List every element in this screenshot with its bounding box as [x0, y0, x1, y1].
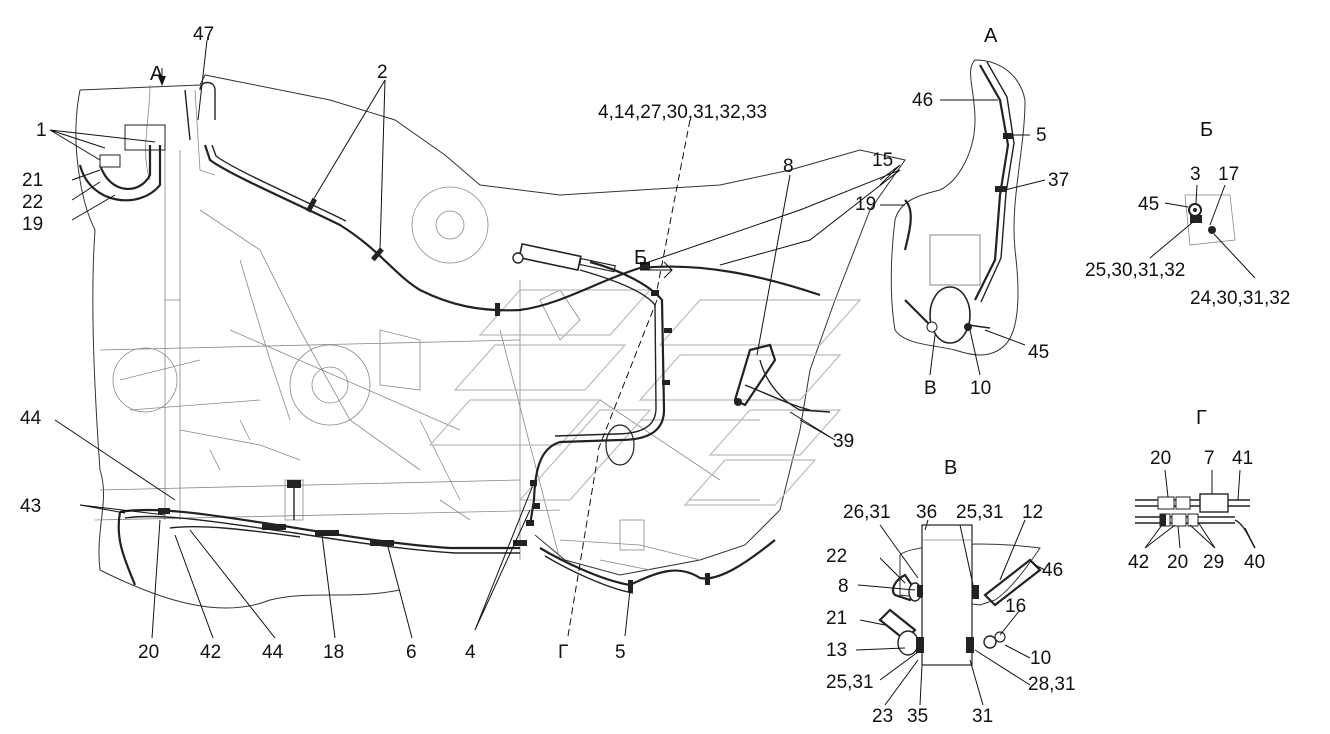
view-b-title: Б [1200, 119, 1213, 141]
callout-1: 1 [36, 120, 47, 141]
view-v-callout-28-31: 28,31 [1028, 674, 1076, 695]
leader-lines [49, 39, 901, 639]
hatch-chevrons [428, 289, 862, 506]
view-v [855, 519, 1046, 706]
view-v-callout-13: 13 [826, 640, 847, 661]
view-v-callout-21: 21 [826, 608, 847, 629]
callout-8: 8 [783, 156, 794, 177]
view-v-callout-23: 23 [872, 706, 893, 727]
callout-21: 21 [22, 170, 43, 191]
view-v-title: В [944, 457, 957, 479]
detail-markers [158, 68, 777, 520]
view-b-callout-24-group: 24,30,31,32 [1190, 288, 1290, 309]
view-v-callout-35: 35 [907, 706, 928, 727]
view-v-callout-16: 16 [1005, 596, 1026, 617]
view-v-callout-12: 12 [1022, 502, 1043, 523]
callout-22: 22 [22, 192, 43, 213]
callout-5: 5 [615, 642, 626, 663]
callout-47: 47 [193, 24, 214, 45]
view-v-callout-36: 36 [916, 502, 937, 523]
view-g-callout-7: 7 [1204, 448, 1215, 469]
callout-20: 20 [138, 642, 159, 663]
view-a-callout-v: В [924, 378, 937, 399]
view-a-callout-46: 46 [912, 90, 933, 111]
view-a-callout-10: 10 [970, 378, 991, 399]
view-b [1149, 184, 1256, 279]
view-a-callout-37: 37 [1048, 170, 1069, 191]
view-a-title: А [984, 25, 998, 47]
view-v-callout-25-31-top: 25,31 [956, 502, 1004, 523]
callout-15: 15 [872, 150, 893, 171]
view-v-callout-22: 22 [826, 546, 847, 567]
callout-39: 39 [833, 431, 854, 452]
view-g-callout-42: 42 [1128, 552, 1149, 573]
hydraulic-cylinder [518, 242, 582, 272]
callout-44-bottom: 44 [262, 642, 284, 663]
view-g-callout-20-top: 20 [1150, 448, 1171, 469]
view-a-callout-45: 45 [1028, 342, 1049, 363]
view-v-callout-26-31: 26,31 [843, 502, 891, 523]
view-v-callout-25-31-bottom: 25,31 [826, 672, 874, 693]
view-b-callout-3: 3 [1190, 164, 1201, 185]
callout-g: Г [558, 642, 568, 663]
callout-44-top: 44 [20, 408, 42, 429]
view-v-callout-46: 46 [1042, 560, 1063, 581]
view-v-callout-31: 31 [972, 706, 993, 727]
view-a [880, 59, 1046, 376]
callout-labels: 1 2 47 4,14,27,30,31,32,33 8 15 21 22 19… [20, 24, 1290, 727]
view-b-callout-45: 45 [1138, 194, 1159, 215]
pipe-clamps [158, 197, 710, 592]
machine-outline [75, 74, 906, 609]
callout-2: 2 [377, 62, 388, 83]
callout-42: 42 [200, 642, 221, 663]
callout-43: 43 [20, 496, 41, 517]
view-mark-b: Б [634, 247, 647, 269]
callout-19: 19 [22, 214, 43, 235]
callout-4-group: 4,14,27,30,31,32,33 [598, 102, 767, 123]
view-g-callout-40: 40 [1244, 552, 1265, 573]
view-g-callout-29: 29 [1203, 552, 1224, 573]
view-v-callout-8: 8 [838, 576, 849, 597]
view-b-callout-17: 17 [1218, 164, 1239, 185]
view-g [1135, 469, 1256, 549]
view-v-callout-10: 10 [1030, 648, 1051, 669]
view-g-title: Г [1196, 407, 1207, 429]
callout-4: 4 [465, 642, 476, 663]
view-a-callout-5: 5 [1036, 125, 1047, 146]
view-a-callout-19: 19 [855, 194, 876, 215]
view-b-callout-25-group: 25,30,31,32 [1085, 260, 1185, 281]
pipelines [78, 81, 831, 594]
callout-6: 6 [406, 642, 417, 663]
view-g-callout-41: 41 [1232, 448, 1253, 469]
view-mark-a: А [150, 63, 164, 85]
view-g-callout-20-bottom: 20 [1167, 552, 1188, 573]
callout-18: 18 [323, 642, 344, 663]
